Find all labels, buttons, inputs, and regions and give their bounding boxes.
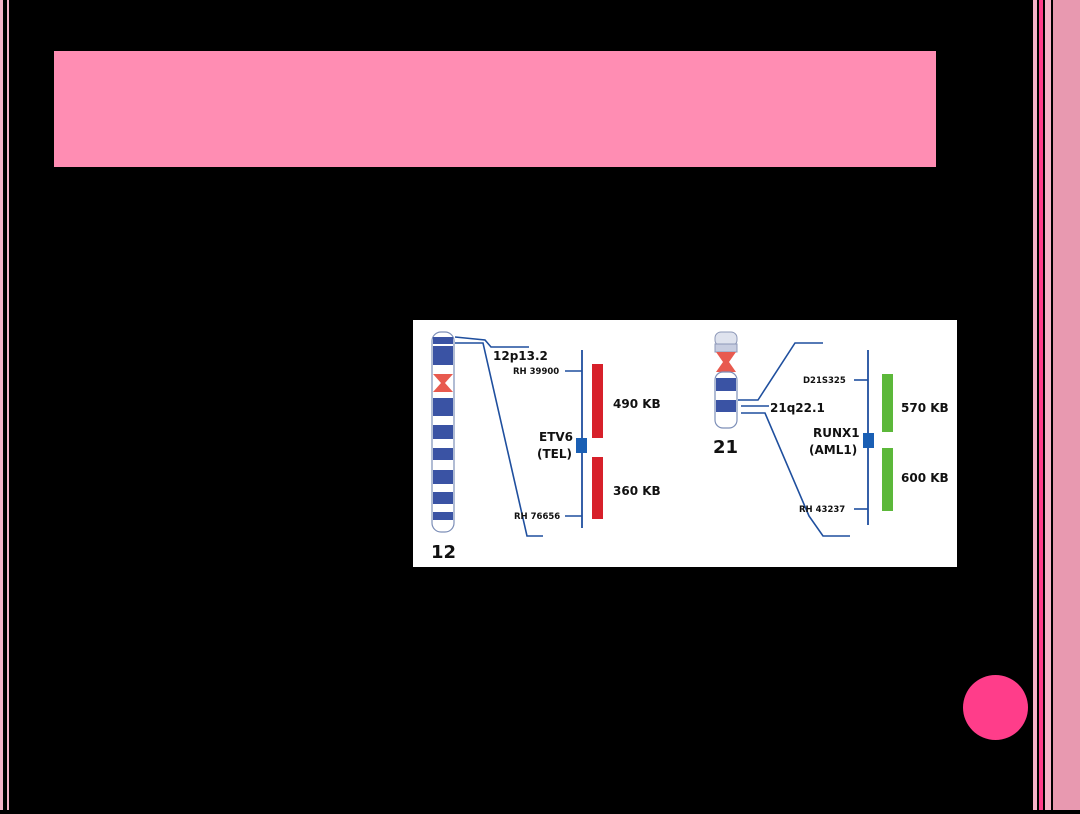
chromosome-band bbox=[433, 337, 453, 344]
chromosome-band bbox=[433, 346, 453, 365]
segment-bar-360kb bbox=[592, 457, 603, 519]
chromosome-21: 21 bbox=[713, 331, 738, 458]
centromere bbox=[716, 352, 736, 372]
pink-circle-decoration bbox=[963, 675, 1028, 740]
left-border-stripe bbox=[0, 0, 3, 810]
gene-alias-tel: (TEL) bbox=[537, 447, 572, 461]
right-decorative-panel bbox=[1033, 0, 1080, 810]
chromosome-band bbox=[433, 425, 453, 439]
marker-rh39900: RH 39900 bbox=[513, 367, 559, 377]
segment-bar-600kb bbox=[882, 448, 893, 511]
translocation-figure: 12 12p13.2 RH 39900 RH 76656 ETV6 (TEL) … bbox=[413, 320, 957, 567]
chromosome-band bbox=[716, 400, 736, 412]
stripe-1 bbox=[1033, 0, 1037, 810]
chromosome-number-12: 12 bbox=[431, 542, 456, 563]
chromosome-band bbox=[433, 492, 453, 504]
chromosome-12: 12 bbox=[431, 331, 456, 563]
segment-label-490kb: 490 KB bbox=[613, 397, 661, 411]
marker-d21s325: D21S325 bbox=[803, 376, 846, 386]
marker-rh76656: RH 76656 bbox=[514, 512, 560, 522]
segment-bar-490kb bbox=[592, 364, 603, 438]
gene-map-diagram: 12 12p13.2 RH 39900 RH 76656 ETV6 (TEL) … bbox=[431, 331, 949, 563]
gene-label-runx1: RUNX1 bbox=[813, 426, 860, 440]
left-border-stripe-inner bbox=[7, 0, 9, 810]
chromosome-band bbox=[433, 470, 453, 484]
chromosome-band bbox=[716, 378, 736, 391]
band-label-21q22: 21q22.1 bbox=[770, 401, 825, 415]
stripe-4 bbox=[1053, 0, 1080, 810]
band-label-12p13: 12p13.2 bbox=[493, 349, 548, 363]
slide-title-bar bbox=[54, 51, 936, 167]
chromosome-band bbox=[433, 512, 453, 520]
chromosome-number-21: 21 bbox=[713, 437, 738, 458]
marker-rh43237: RH 43237 bbox=[799, 505, 845, 515]
centromere bbox=[433, 374, 453, 392]
chromosome-band bbox=[433, 398, 453, 416]
gene-box-etv6 bbox=[576, 438, 587, 453]
right-stripes bbox=[1033, 0, 1080, 810]
segment-label-600kb: 600 KB bbox=[901, 471, 949, 485]
zoom-lines-21 bbox=[738, 342, 869, 537]
segment-label-570kb: 570 KB bbox=[901, 401, 949, 415]
gene-alias-aml1: (AML1) bbox=[809, 443, 857, 457]
gene-label-etv6: ETV6 bbox=[539, 430, 573, 444]
gene-box-runx1 bbox=[863, 433, 874, 448]
stripe-3 bbox=[1045, 0, 1051, 810]
segment-label-360kb: 360 KB bbox=[613, 484, 661, 498]
chromosome-band bbox=[433, 448, 453, 460]
segment-bar-570kb bbox=[882, 374, 893, 432]
stripe-2 bbox=[1039, 0, 1043, 810]
